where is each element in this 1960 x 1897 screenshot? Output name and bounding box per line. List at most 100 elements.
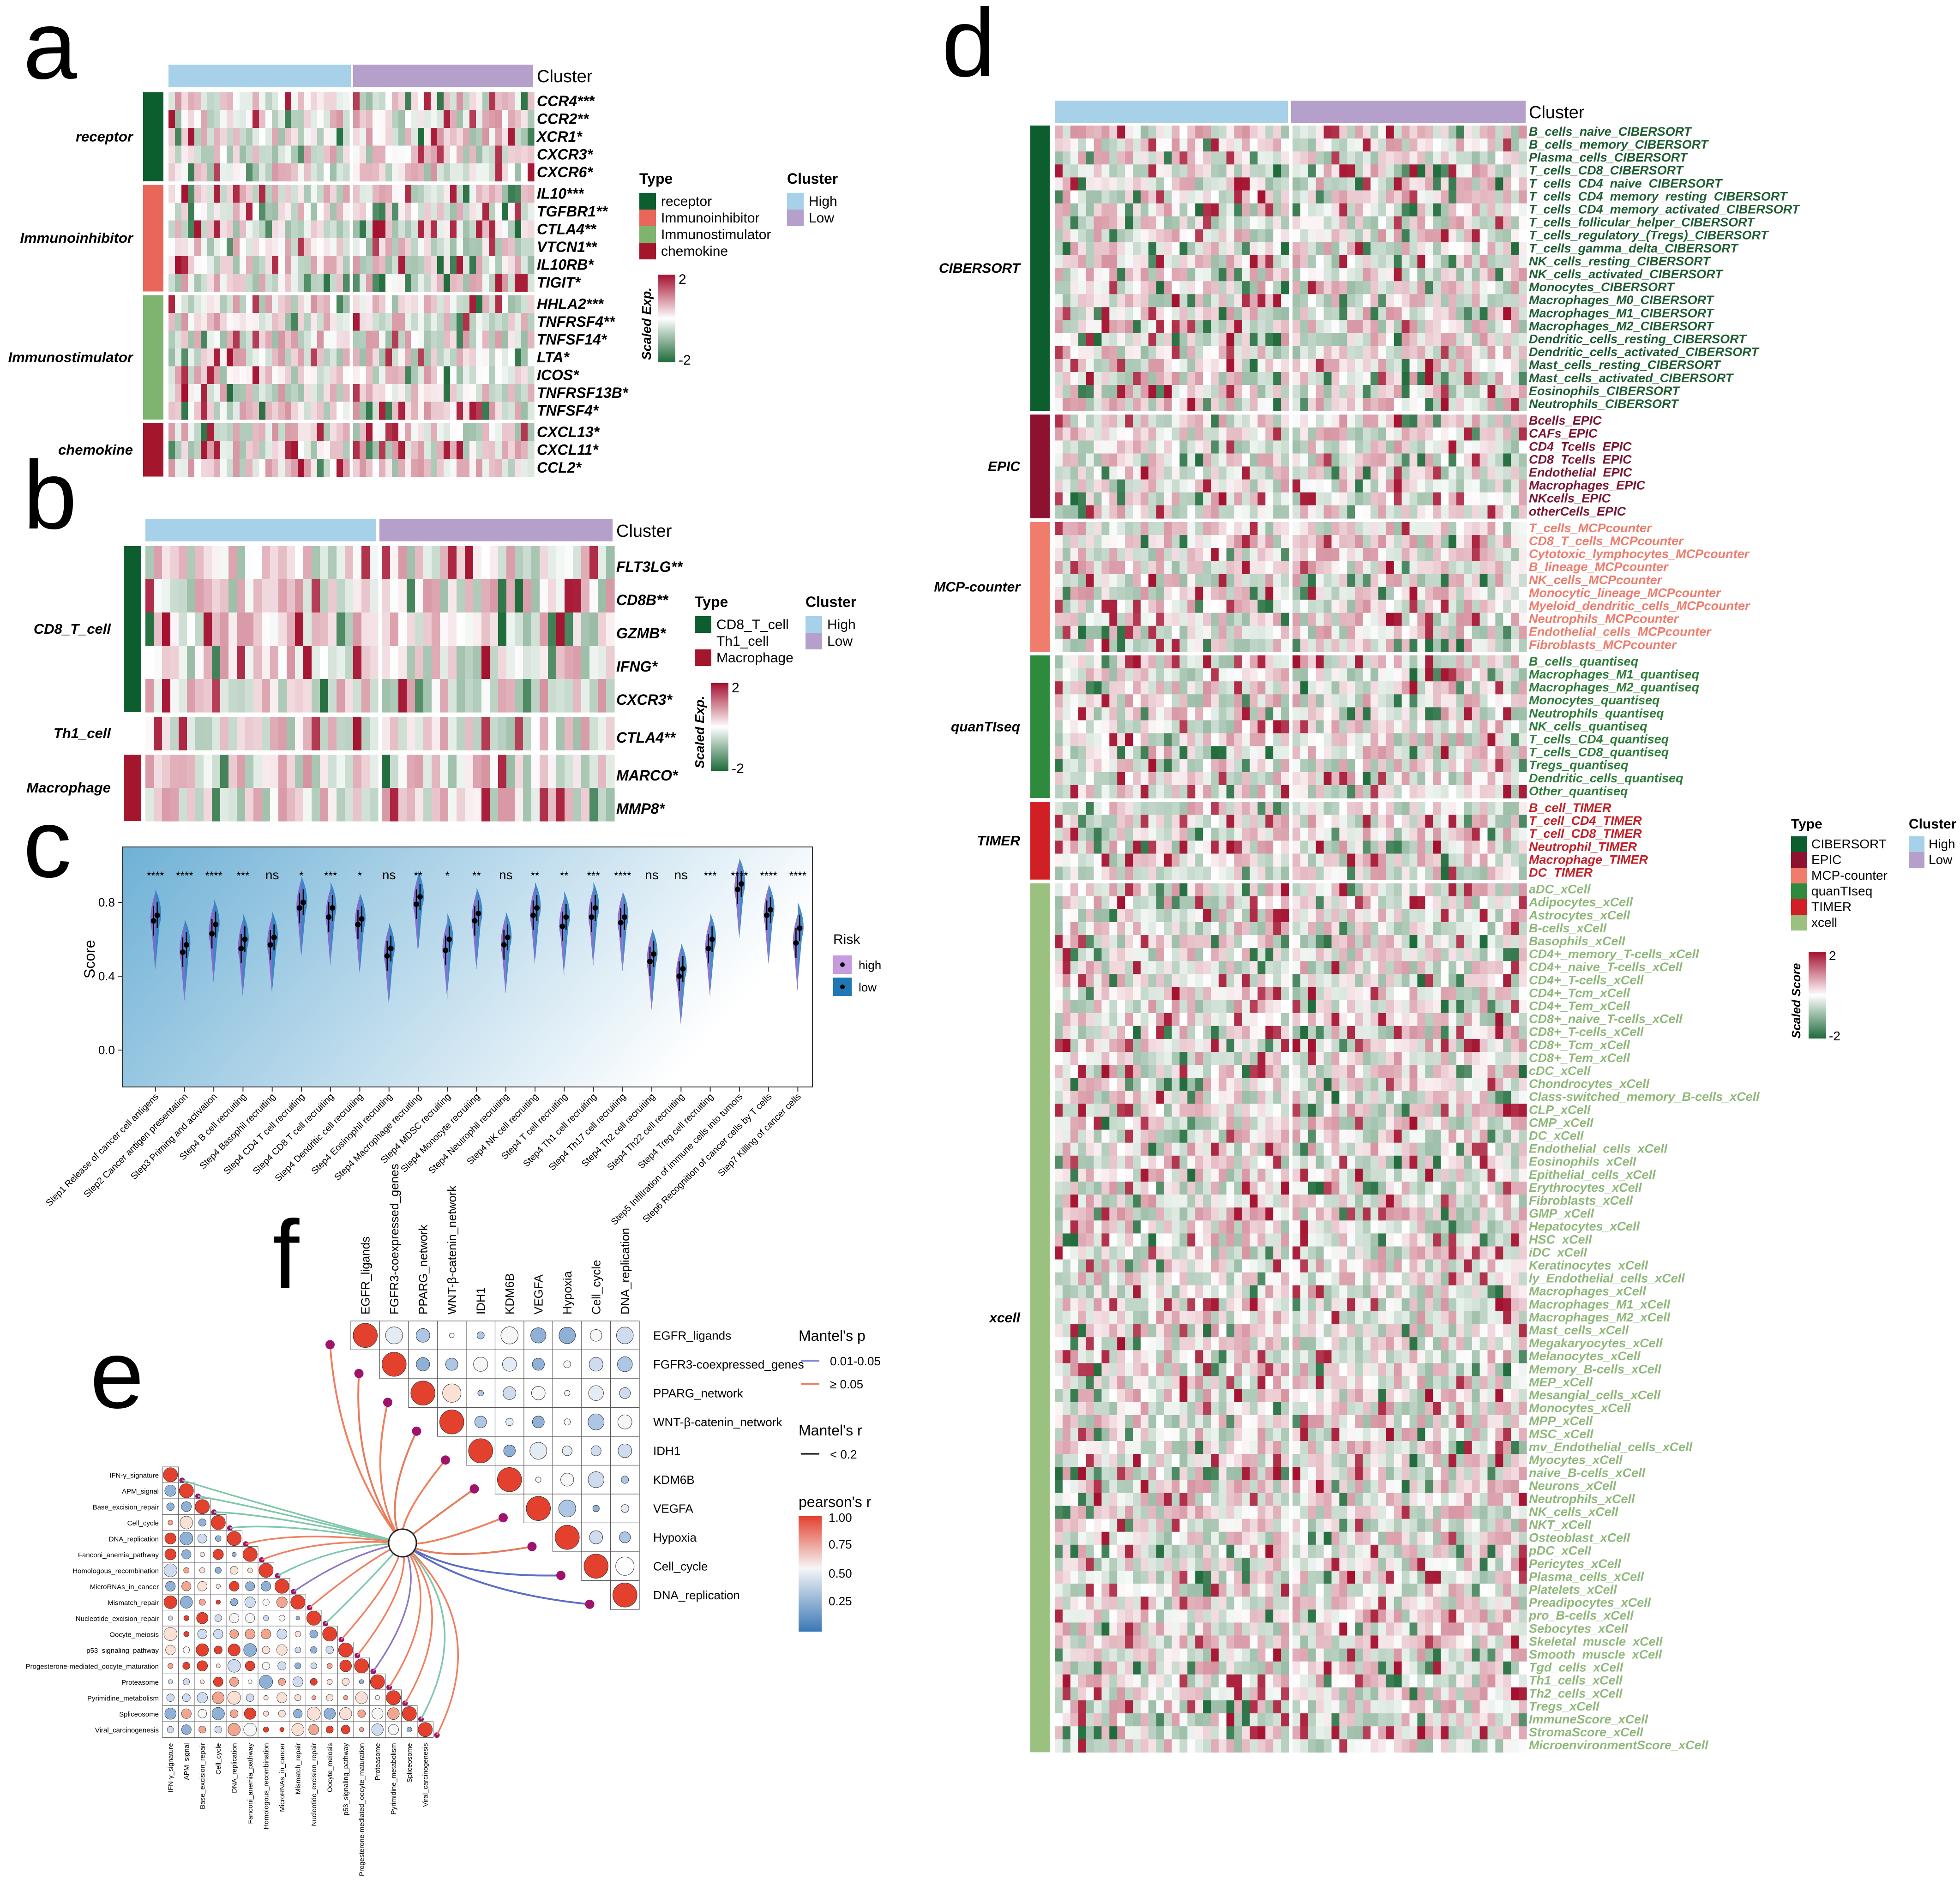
- heatmap-cell: [606, 579, 615, 613]
- heatmap-cell: [237, 612, 246, 646]
- heatmap-cell: [1378, 681, 1387, 695]
- heatmap-cell: [1203, 746, 1211, 760]
- heatmap-cell: [463, 330, 470, 349]
- heatmap-cell: [1331, 216, 1340, 230]
- heatmap-cell: [1218, 268, 1227, 282]
- heatmap-cell: [324, 441, 331, 459]
- heatmap-cell: [220, 612, 229, 646]
- heatmap-cell: [1062, 785, 1071, 798]
- heatmap-cell: [1187, 372, 1196, 385]
- heatmap-cell: [278, 402, 285, 420]
- heatmap-cell: [1187, 242, 1196, 256]
- heatmap-cell: [423, 717, 432, 750]
- heatmap-cell: [1417, 216, 1425, 230]
- heatmap-cell: [1062, 307, 1071, 321]
- heatmap-cell: [1511, 655, 1519, 669]
- heatmap-cell: [411, 220, 418, 239]
- heatmap-cell: [1425, 255, 1433, 269]
- heatmap-cell: [1386, 587, 1395, 600]
- heatmap-cell: [1519, 281, 1527, 294]
- heatmap-cell: [1070, 359, 1079, 372]
- heatmap-cell: [1133, 612, 1141, 626]
- heatmap-cell: [1094, 216, 1102, 230]
- heatmap-cell: [1242, 505, 1251, 519]
- heatmap-cell: [1094, 479, 1102, 493]
- heatmap-cell: [457, 110, 463, 128]
- heatmap-cell: [1273, 216, 1281, 230]
- heatmap-cell: [598, 717, 607, 750]
- heatmap-cell: [188, 256, 195, 274]
- heatmap-cell: [490, 646, 499, 679]
- heatmap-cell: [1316, 574, 1324, 588]
- heatmap-cell: [415, 646, 424, 679]
- heatmap-cell: [1281, 346, 1289, 360]
- heatmap-cell: [1226, 453, 1235, 467]
- heatmap-cell: [411, 295, 418, 313]
- heatmap-cell: [1339, 359, 1347, 372]
- heatmap-cell: [1409, 294, 1418, 307]
- heatmap-cell: [1316, 453, 1324, 467]
- heatmap-cell: [423, 646, 432, 679]
- heatmap-cell: [379, 203, 386, 221]
- heatmap-cell: [1250, 138, 1258, 152]
- heatmap-cell: [1187, 151, 1196, 165]
- heatmap-cell: [220, 220, 227, 239]
- heatmap-cell: [195, 755, 204, 788]
- heatmap-cell: [1456, 126, 1465, 139]
- heatmap-cell: [1265, 505, 1274, 519]
- cluster-bar: [168, 65, 533, 87]
- heatmap-cell: [1363, 625, 1371, 639]
- heatmap-cell: [1316, 346, 1324, 360]
- heatmap-cell: [201, 163, 208, 182]
- heatmap-cell: [523, 679, 532, 713]
- heatmap-cell: [506, 612, 515, 646]
- heatmap-cell: [1140, 561, 1149, 574]
- heatmap-cell: [556, 612, 565, 646]
- heatmap-cell: [405, 384, 412, 402]
- heatmap-cell: [1331, 561, 1340, 574]
- heatmap-cell: [1347, 372, 1355, 385]
- heatmap-cell: [1250, 427, 1258, 441]
- row-label: GZMB*: [616, 625, 666, 642]
- heatmap-cell: [245, 755, 254, 788]
- heatmap-cell: [188, 295, 195, 313]
- heatmap-cell: [1503, 505, 1511, 519]
- heatmap-cell: [1265, 190, 1274, 204]
- heatmap-cell: [1086, 281, 1094, 294]
- heatmap-cell: [1086, 587, 1094, 600]
- heatmap-cell: [1386, 346, 1395, 360]
- heatmap-cell: [1211, 177, 1219, 191]
- heatmap-cell: [598, 546, 607, 580]
- heatmap-cell: [1487, 720, 1496, 734]
- heatmap-cell: [1281, 177, 1289, 191]
- heatmap-cell: [1503, 307, 1511, 321]
- heatmap-cell: [424, 220, 431, 239]
- heatmap-cell: [528, 330, 535, 349]
- heatmap-cell: [337, 612, 345, 646]
- heatmap-cell: [515, 220, 522, 239]
- heatmap-cell: [1394, 492, 1402, 506]
- heatmap-cell: [1062, 126, 1071, 139]
- point-low: [534, 905, 540, 911]
- heatmap-cell: [245, 612, 254, 646]
- heatmap-cell: [1133, 655, 1141, 669]
- heatmap-cell: [1242, 492, 1251, 506]
- heatmap-cell: [1417, 612, 1425, 626]
- violin-high: [617, 894, 623, 971]
- heatmap-cell: [1195, 681, 1203, 695]
- heatmap-cell: [1456, 177, 1465, 191]
- heatmap-cell: [1218, 548, 1227, 561]
- significance-label: **: [414, 870, 423, 882]
- heatmap-cell: [259, 366, 266, 384]
- heatmap-cell: [1363, 138, 1371, 152]
- heatmap-cell: [265, 402, 272, 420]
- significance-label: ns: [499, 868, 513, 882]
- heatmap-cell: [1503, 398, 1511, 411]
- heatmap-cell: [1148, 759, 1157, 773]
- heatmap-cell: [1140, 427, 1149, 441]
- heatmap-cell: [1101, 268, 1110, 282]
- heatmap-cell: [253, 220, 259, 239]
- heatmap-cell: [469, 295, 476, 313]
- heatmap-cell: [1479, 453, 1488, 467]
- heatmap-cell: [1371, 694, 1379, 708]
